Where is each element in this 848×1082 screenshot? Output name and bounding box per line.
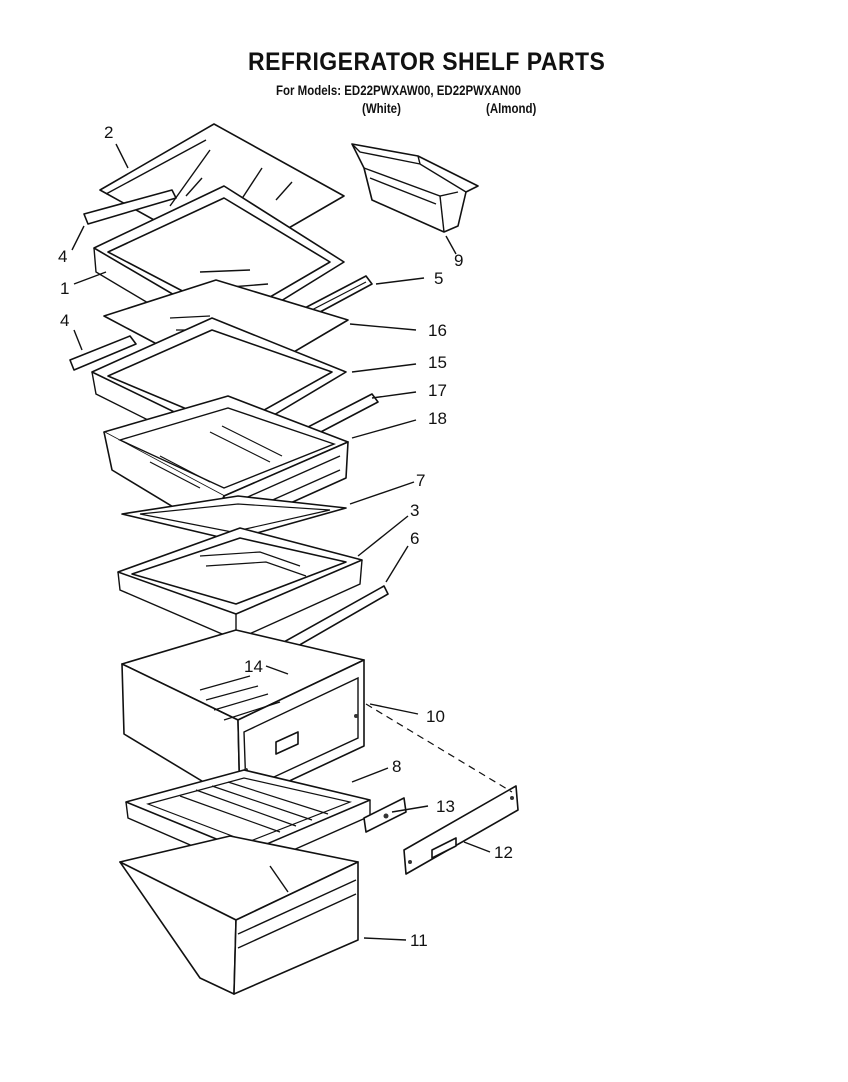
part-10-crisper-pan bbox=[121, 629, 365, 805]
part-7-cover-glass bbox=[121, 495, 347, 541]
white-note: (White) bbox=[362, 100, 401, 116]
callout-15: 15 bbox=[428, 353, 447, 372]
callout-12: 12 bbox=[494, 843, 513, 862]
callout-18: 18 bbox=[428, 409, 447, 428]
almond-note: (Almond) bbox=[486, 100, 537, 116]
leader-lines bbox=[71, 143, 513, 941]
callout-17: 17 bbox=[428, 381, 447, 400]
callout-14: 14 bbox=[244, 657, 263, 676]
callout-13: 13 bbox=[436, 797, 455, 816]
callout-3: 3 bbox=[410, 501, 419, 520]
part-4-trim-lower bbox=[69, 335, 137, 371]
callout-4-lower: 4 bbox=[60, 311, 69, 330]
part-3-cover-frame bbox=[117, 527, 363, 642]
part-9-door-bin bbox=[351, 143, 479, 233]
callout-7: 7 bbox=[416, 471, 425, 490]
callout-16: 16 bbox=[428, 321, 447, 340]
callout-11: 11 bbox=[410, 931, 428, 950]
part-11-lower-pan bbox=[119, 835, 359, 995]
callout-9: 9 bbox=[454, 251, 463, 270]
page-title: REFRIGERATOR SHELF PARTS bbox=[248, 48, 606, 76]
callout-10: 10 bbox=[426, 707, 445, 726]
part-13-bracket bbox=[363, 797, 407, 833]
callout-6: 6 bbox=[410, 529, 419, 548]
callout-8: 8 bbox=[392, 757, 401, 776]
part-4-trim-upper bbox=[83, 189, 177, 225]
callout-4-upper: 4 bbox=[58, 247, 67, 266]
callout-1: 1 bbox=[60, 279, 69, 298]
callout-2: 2 bbox=[104, 123, 113, 142]
callout-numbers: 2 4 1 5 16 4 15 17 18 9 7 3 6 14 10 8 13… bbox=[58, 123, 513, 950]
part-12-slide-plate bbox=[403, 785, 519, 875]
part-15-shelf-frame bbox=[91, 317, 347, 464]
callout-5: 5 bbox=[434, 269, 443, 288]
models-line: For Models: ED22PWXAW00, ED22PWXAN00 bbox=[276, 82, 521, 98]
